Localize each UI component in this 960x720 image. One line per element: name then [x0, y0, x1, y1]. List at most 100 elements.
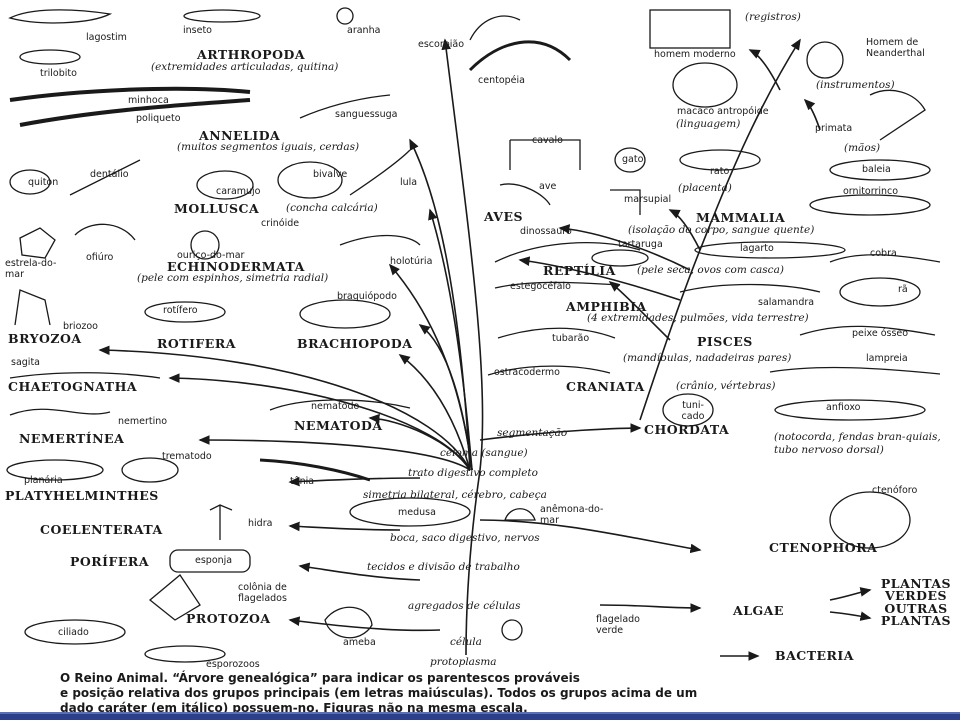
label-esporozoos: esporozoos [206, 659, 260, 670]
char-agregados: agregados de células [408, 600, 521, 612]
tunicado-drawing [662, 393, 714, 427]
label-caramujo: caramujo [216, 186, 261, 197]
char-registros: (registros) [745, 11, 801, 23]
label-cobra: cobra [870, 248, 897, 259]
anfioxo-drawing [774, 399, 926, 421]
group-outras-plantas: OUTRAS PLANTAS [880, 601, 952, 628]
char-reptilia: (pele seca, ovos com casca) [637, 264, 784, 276]
char-celula: célula [450, 636, 482, 648]
label-nemertino: nemertino [118, 416, 168, 427]
sanguessuga-drawing [299, 94, 391, 119]
branch-porifera [298, 562, 421, 581]
group-reptilia: REPTÍLIA [543, 263, 616, 278]
label-estrela: estrela-do-mar [5, 258, 57, 280]
rato-drawing [679, 149, 761, 171]
planaria-drawing [6, 459, 104, 481]
label-estegocefalo: estegocéfalo [510, 281, 571, 292]
lula-drawing [349, 149, 411, 196]
group-chaetognatha: CHAETOGNATHA [8, 379, 138, 394]
label-tartaruga: tartaruga [618, 239, 663, 250]
group-mollusca: MOLLUSCA [174, 201, 260, 216]
group-nematoda: NEMATODA [294, 418, 383, 433]
label-trematodo: trematodo [162, 451, 212, 462]
lagostim-drawing [8, 9, 113, 24]
cavalo-drawing [509, 139, 581, 170]
label-ra: rã [898, 284, 908, 295]
label-medusa: medusa [398, 507, 436, 518]
ave-drawing [499, 183, 551, 206]
branch-reptilia [518, 256, 681, 301]
peixe-osseo-drawing [799, 325, 936, 336]
group-ctenophora: CTENOPHORA [769, 540, 878, 555]
label-neanderthal: Homem de Neanderthal [866, 37, 925, 59]
label-holoturia: holotúria [390, 256, 433, 267]
branch-protozoa [288, 616, 441, 632]
ostracodermo-drawing [487, 365, 611, 376]
char-chordata: (notocorda, fendas bran-quiais, tubo ner… [774, 431, 941, 456]
anemona-drawing [504, 508, 536, 521]
lampreia-drawing [769, 366, 941, 375]
label-ave: ave [539, 181, 557, 192]
label-tunicado: tuni-cado [681, 400, 705, 422]
branch-plantas-verdes [829, 587, 872, 601]
char-annelida: (muitos segmentos iguais, cerdas) [177, 141, 360, 153]
char-tecidos: tecidos e divisão de trabalho [367, 561, 520, 573]
label-rato: rato [710, 166, 730, 177]
label-planaria: planária [24, 475, 63, 486]
label-centopeia: centopéia [478, 75, 525, 86]
label-marsupial: marsupial [624, 194, 672, 205]
ourico-drawing [190, 230, 220, 260]
centopeia-drawing [468, 40, 572, 72]
bivalve-drawing [277, 161, 343, 199]
char-amphibia: (4 extremidades, pulmões, vida terrestre… [587, 312, 809, 324]
aranha-drawing [336, 7, 354, 25]
ornitorrinco-drawing [809, 194, 931, 216]
branch-nemertinea [198, 435, 471, 471]
hidra-drawing [209, 504, 233, 540]
label-salamandra: salamandra [758, 297, 815, 308]
char-echinodermata: (pele com espinhos, simetria radial) [137, 272, 329, 284]
label-homem-moderno: homem moderno [654, 49, 736, 60]
char-pisces: (mandíbulas, nadadeiras pares) [623, 352, 792, 364]
char-placenta: (placenta) [678, 182, 732, 194]
esporozoos-drawing [144, 645, 226, 663]
branch-mollusca [428, 208, 473, 471]
label-ameba: ameba [343, 637, 376, 648]
label-dinossauro: dinossauro [520, 226, 572, 237]
label-baleia: baleia [862, 164, 891, 175]
label-lula: lula [400, 177, 418, 188]
dentalio-drawing [69, 159, 141, 196]
gato-drawing [614, 147, 646, 173]
trematodo-drawing [121, 457, 179, 483]
homem-moderno-drawing [649, 9, 731, 49]
label-esponja: esponja [195, 555, 233, 566]
figure-caption: O Reino Animal. “Árvore genealógica” par… [60, 671, 698, 715]
holoturia-drawing [339, 234, 421, 246]
label-escorpiao: escorpião [418, 39, 465, 50]
label-flagelado: flagelado verde [596, 614, 640, 636]
label-anfioxo: anfioxo [826, 402, 861, 413]
flagelado-drawing [501, 619, 523, 641]
neanderthal-drawing [806, 41, 844, 79]
minhoca-drawing [9, 86, 251, 102]
label-poliqueto: poliqueto [136, 113, 181, 124]
char-craniata: (crânio, vértebras) [676, 380, 776, 392]
label-colonia: colônia de flagelados [238, 582, 287, 604]
group-mammalia: MAMMALIA [696, 210, 786, 225]
trunk-branch [441, 38, 484, 656]
label-ostracodermo: ostracodermo [494, 367, 560, 378]
branch-rotifera [398, 354, 471, 471]
char-trato: trato digestivo completo [408, 467, 538, 479]
branch-primata [803, 98, 821, 131]
footer-bar [0, 714, 960, 720]
group-aves: AVES [484, 209, 524, 224]
char-celoma: celoma (sangue) [440, 447, 528, 459]
branch-algae [599, 603, 702, 613]
group-nemertinea: NEMERTÍNEA [19, 431, 125, 446]
primata-drawing [869, 89, 926, 141]
label-inseto: inseto [183, 25, 212, 36]
briozoo-drawing [14, 289, 51, 326]
group-rotifera: ROTIFERA [157, 336, 236, 351]
rotifero-drawing [144, 301, 226, 323]
